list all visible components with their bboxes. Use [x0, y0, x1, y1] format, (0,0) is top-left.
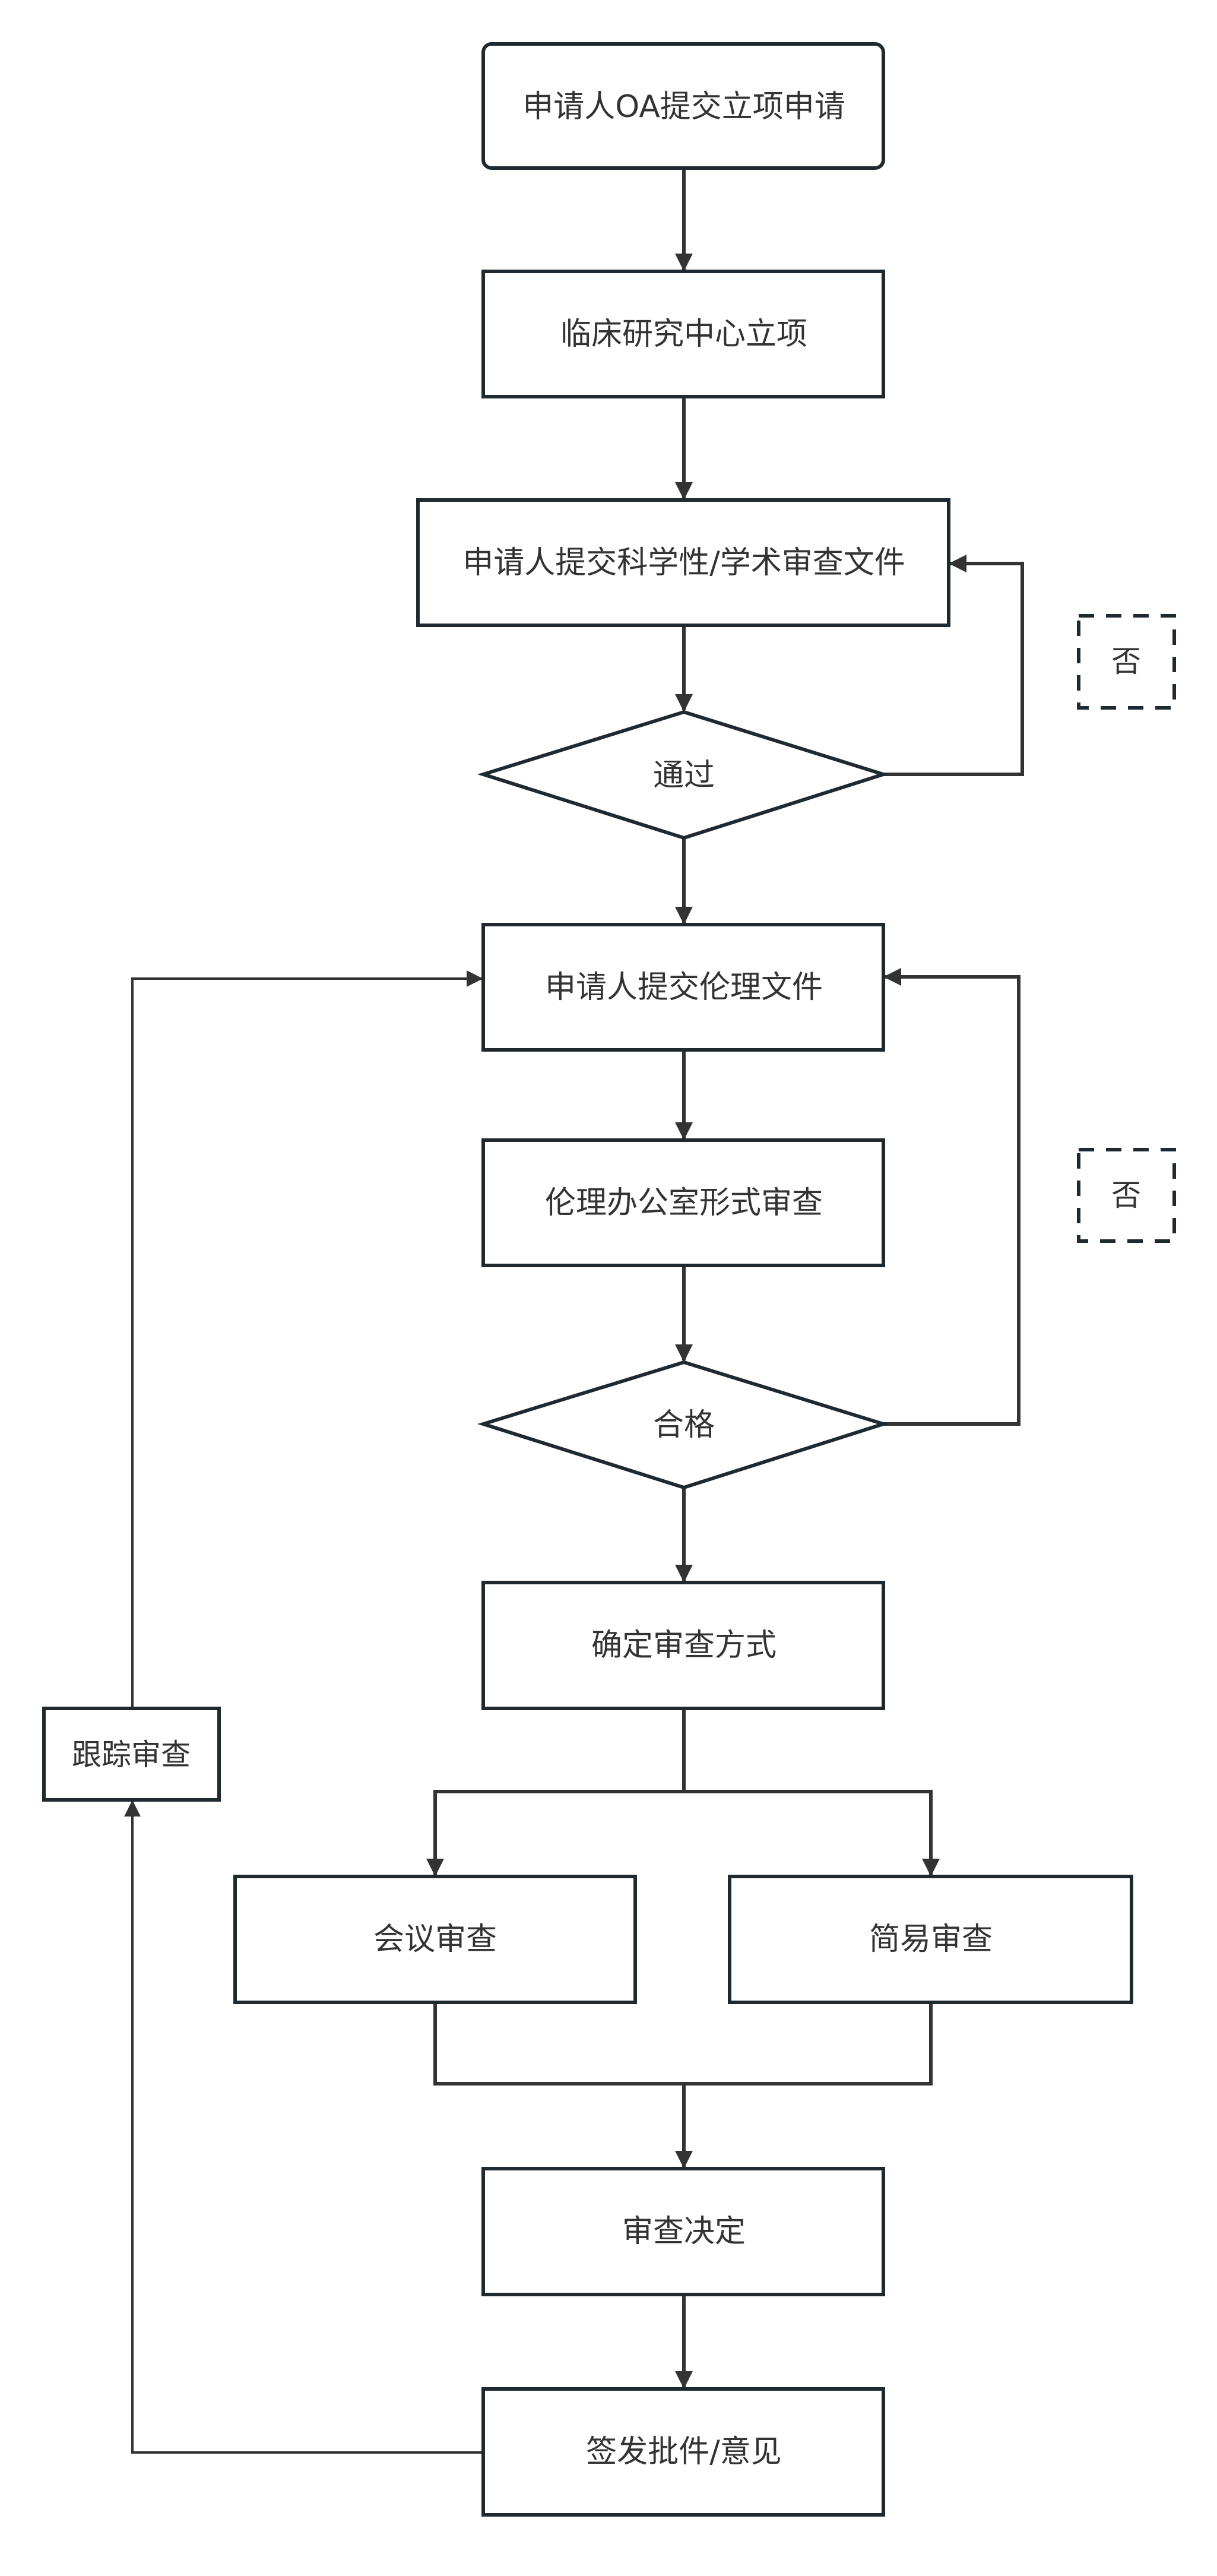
node-label: 确定审查方式 [591, 1628, 777, 1663]
node-meeting-review[interactable]: 会议审查 [233, 1875, 637, 2004]
node-label: 会议审查 [373, 1922, 497, 1957]
edge-tracking-to-ethics [131, 970, 483, 1708]
node-determine-method[interactable]: 确定审查方式 [481, 1581, 885, 1710]
edge-pass-no-loop [883, 555, 1024, 776]
decision-qualified[interactable]: 合格 [477, 1360, 890, 1490]
node-label: 申请人提交伦理文件 [545, 970, 823, 1005]
node-center-approval[interactable]: 临床研究中心立项 [481, 270, 885, 398]
edge-method-split-right [684, 1790, 940, 1876]
node-label: 申请人OA提交立项申请 [522, 89, 845, 125]
edge-qualified-no-loop [883, 968, 1020, 1426]
node-label: 审查决定 [622, 2214, 746, 2249]
node-formal-review[interactable]: 伦理办公室形式审查 [481, 1138, 885, 1267]
node-review-decision[interactable]: 审查决定 [481, 2167, 885, 2296]
node-label: 申请人提交科学性/学术审查文件 [462, 545, 905, 581]
node-submit-ethics[interactable]: 申请人提交伦理文件 [481, 923, 885, 1052]
node-simple-review[interactable]: 简易审查 [728, 1875, 1133, 2004]
decision-label: 通过 [653, 758, 715, 793]
edge-meeting-merge [433, 2002, 933, 2086]
node-submit-oa[interactable]: 申请人OA提交立项申请 [481, 42, 885, 170]
no-label-box-2: 否 [1077, 1148, 1176, 1243]
decision-pass[interactable]: 通过 [477, 710, 889, 840]
edge-issue-to-tracking [124, 1800, 483, 2454]
node-label: 签发批件/意见 [586, 2434, 782, 2470]
no-label-box-1: 否 [1077, 614, 1176, 710]
no-label: 否 [1111, 1178, 1141, 1213]
edge-method-split [426, 1708, 686, 1876]
node-label: 跟踪审查 [72, 1738, 191, 1772]
node-label: 临床研究中心立项 [560, 317, 807, 352]
node-tracking-review[interactable]: 跟踪审查 [42, 1707, 221, 1802]
node-submit-scientific[interactable]: 申请人提交科学性/学术审查文件 [416, 498, 950, 627]
decision-label: 合格 [653, 1407, 715, 1443]
no-label: 否 [1111, 644, 1141, 679]
node-label: 伦理办公室形式审查 [545, 1185, 823, 1221]
node-issue-approval[interactable]: 签发批件/意见 [481, 2387, 885, 2517]
node-label: 简易审查 [869, 1922, 993, 1957]
edges [124, 168, 1024, 2454]
